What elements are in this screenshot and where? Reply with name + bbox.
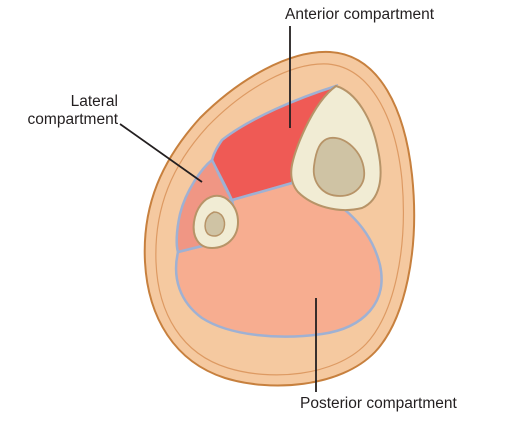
fibula-marrow	[205, 212, 224, 236]
anterior-compartment-label: Anterior compartment	[285, 6, 434, 24]
lateral-compartment-label: Lateral compartment	[28, 93, 118, 129]
lateral-label-line1: Lateral	[28, 93, 118, 111]
lateral-label-line2: compartment	[28, 111, 118, 129]
posterior-compartment-label: Posterior compartment	[300, 395, 457, 413]
